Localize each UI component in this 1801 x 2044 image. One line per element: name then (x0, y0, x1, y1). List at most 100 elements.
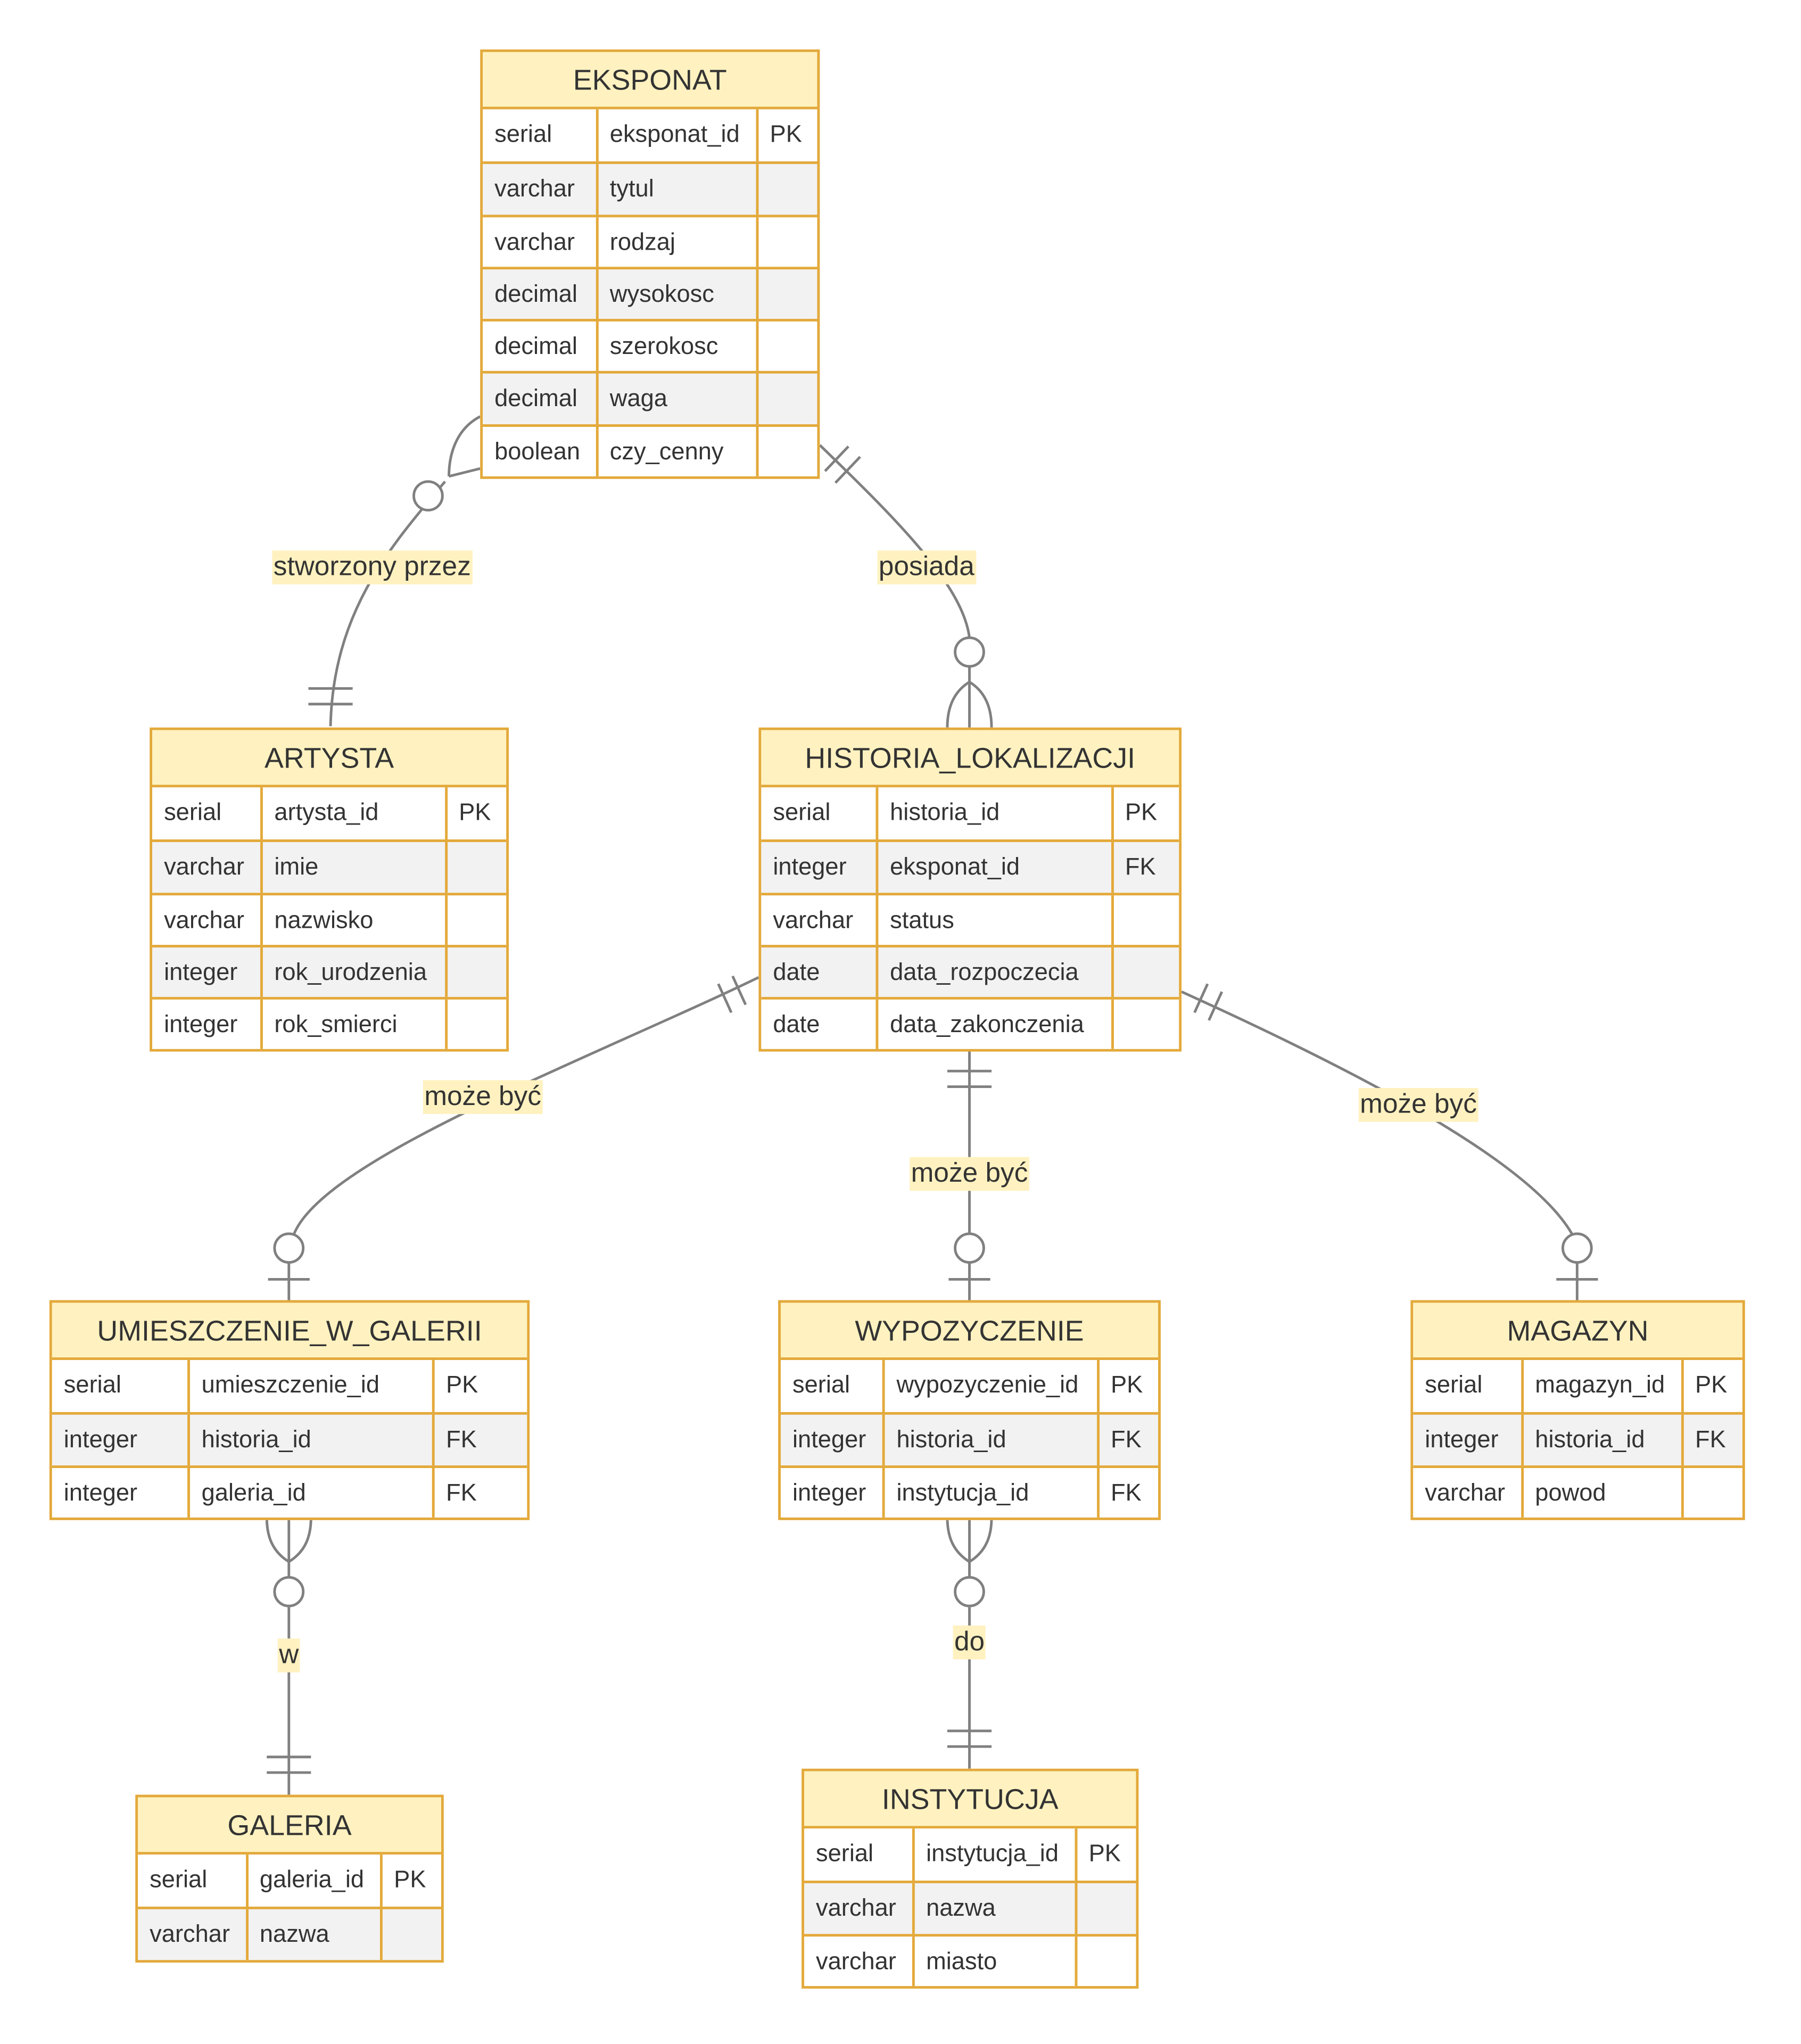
attribute-type: decimal (483, 269, 598, 319)
one-marker (948, 1262, 990, 1300)
crowfoot-many-marker (946, 1517, 993, 1563)
attribute-key: FK (445, 1425, 477, 1453)
attribute-type: serial (483, 109, 598, 162)
attribute-type: serial (781, 1360, 885, 1413)
attribute-type: decimal (483, 322, 598, 372)
relationship-label-w: w (277, 1638, 300, 1672)
entity-title: MAGAZYN (1413, 1303, 1742, 1361)
attribute-name: tytul (598, 164, 758, 215)
attribute-key: PK (1125, 797, 1158, 826)
relationship-label-moze-byc-magazyn: może być (1358, 1088, 1478, 1122)
zero-marker (954, 1576, 985, 1608)
attribute-type: integer (52, 1415, 190, 1465)
attribute-type: varchar (761, 895, 879, 945)
attribute-name: eksponat_id (598, 109, 758, 162)
entity-title: UMIESZCZENIE_W_GALERII (52, 1303, 527, 1361)
attribute-type: serial (152, 787, 263, 840)
entity-title: INSTYTUCJA (804, 1771, 1136, 1829)
attribute-type: date (761, 1000, 879, 1050)
relationship-line-posiada (819, 444, 971, 638)
attribute-name: waga (598, 374, 758, 424)
entity-title: ARTYSTA (152, 730, 507, 788)
attribute-key: FK (1125, 853, 1156, 880)
attribute-type: varchar (804, 1936, 915, 1986)
attribute-name: artysta_id (262, 787, 448, 840)
attribute-key: FK (1110, 1478, 1142, 1505)
attribute-name: wysokosc (598, 269, 758, 319)
attribute-name: historia_id (190, 1415, 434, 1465)
attribute-name: data_rozpoczecia (878, 947, 1113, 998)
attribute-type: varchar (804, 1883, 915, 1934)
attribute-type: varchar (138, 1909, 248, 1960)
attribute-key (1113, 947, 1179, 998)
attribute-name: nazwisko (262, 895, 448, 945)
attribute-name: instytucja_id (885, 1467, 1099, 1518)
attribute-key (1077, 1936, 1136, 1986)
zero-marker (954, 1232, 985, 1264)
one-marker (268, 1262, 310, 1300)
zero-marker (1561, 1232, 1593, 1264)
entity-title: HISTORIA_LOKALIZACJI (761, 730, 1179, 788)
attribute-type: integer (761, 842, 879, 893)
attribute-type: serial (52, 1360, 190, 1413)
attribute-name: data_zakonczenia (878, 1000, 1113, 1050)
attribute-name: status (878, 895, 1113, 945)
one-marker (717, 975, 747, 1013)
attribute-name: rok_smierci (262, 1000, 448, 1050)
attribute-type: varchar (483, 164, 598, 215)
attribute-type: serial (1413, 1360, 1524, 1413)
attribute-key (758, 426, 817, 476)
crowfoot-many-marker (946, 666, 993, 728)
one-marker (267, 1755, 311, 1774)
attribute-type: integer (152, 1000, 263, 1050)
zero-marker (273, 1576, 305, 1608)
attribute-type: integer (781, 1467, 885, 1518)
attribute-name: umieszczenie_id (190, 1360, 434, 1413)
attribute-type: integer (152, 947, 263, 998)
attribute-name: galeria_id (248, 1855, 383, 1907)
attribute-name: imie (262, 842, 448, 893)
relationship-line-moze-byc-magazyn (1181, 990, 1573, 1235)
one-marker (1193, 983, 1224, 1021)
attribute-type: boolean (483, 426, 598, 477)
entity-title: EKSPONAT (483, 52, 817, 110)
attribute-name: wypozyczenie_id (885, 1360, 1099, 1413)
one-marker (824, 445, 861, 484)
attribute-key (1683, 1468, 1742, 1518)
zero-marker (273, 1232, 305, 1264)
one-marker (947, 1069, 992, 1089)
attribute-key (758, 164, 817, 215)
attribute-key (1077, 1884, 1136, 1934)
crowfoot-many-marker (265, 1517, 312, 1563)
attribute-key (447, 947, 506, 998)
relationship-label-moze-byc-galeria: może być (423, 1080, 543, 1114)
attribute-key: PK (770, 119, 802, 147)
attribute-key: PK (1110, 1370, 1143, 1398)
attribute-type: varchar (152, 842, 263, 893)
attribute-name: szerokosc (598, 322, 758, 372)
relationship-label-stworzony-przez: stworzony przez (272, 550, 473, 584)
attribute-key: PK (394, 1865, 426, 1893)
